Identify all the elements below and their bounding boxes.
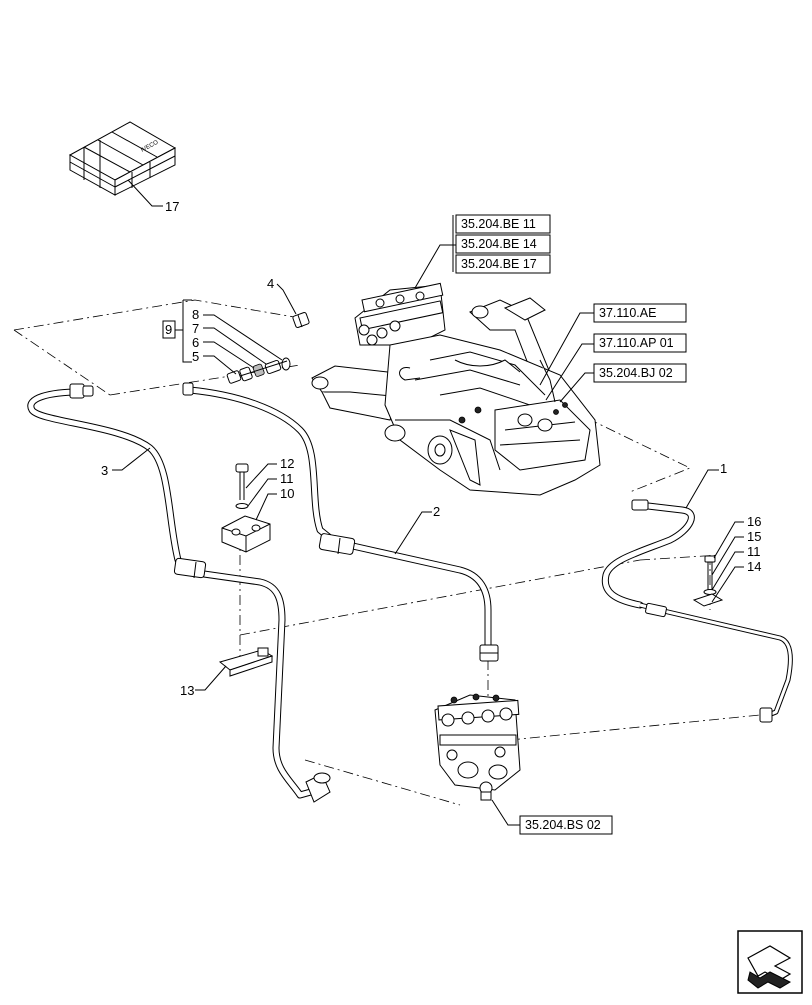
callout-11: 11 <box>280 471 294 486</box>
tractor-hydraulic-assembly <box>311 282 601 496</box>
ref-box <box>455 234 551 254</box>
ref-label: 37.110.AP 01 <box>599 336 674 350</box>
ref-label: 35.204.BJ 02 <box>599 366 673 380</box>
ref-box <box>593 333 687 353</box>
part-callouts: 17 4 9 8 7 6 5 3 12 11 10 13 2 1 16 15 1… <box>101 199 761 698</box>
callout-5: 5 <box>192 349 199 364</box>
callout-7: 7 <box>192 321 199 336</box>
ref-label: 35.204.BE 11 <box>461 217 536 231</box>
callout-2: 2 <box>433 504 440 519</box>
ref-box <box>455 254 551 274</box>
fitting-4 <box>292 312 310 328</box>
ref-box <box>519 815 613 835</box>
callout-8: 8 <box>192 307 199 322</box>
callout-12: 12 <box>280 456 294 471</box>
callout-15: 15 <box>747 529 761 544</box>
callout-6: 6 <box>192 335 199 350</box>
ref-label: 35.204.BE 17 <box>461 257 537 271</box>
ref-label: 37.110.AE <box>599 306 656 320</box>
callout-16: 16 <box>747 514 761 529</box>
reference-group-right: 37.110.AE 37.110.AP 01 35.204.BJ 02 <box>593 303 687 383</box>
callout-9: 9 <box>165 322 172 337</box>
arrow-navigation-icon[interactable] <box>737 930 803 994</box>
ref-box <box>593 303 687 323</box>
callout-3: 3 <box>101 463 108 478</box>
ref-box <box>593 363 687 383</box>
reference-group-bottom: 35.204.BS 02 <box>519 815 613 835</box>
fittings-5-to-8 <box>226 357 291 384</box>
ref-label: 35.204.BE 14 <box>461 237 537 251</box>
callout-1: 1 <box>720 461 727 476</box>
crate-illustration: IVECO <box>68 121 177 196</box>
callout-14: 14 <box>747 559 761 574</box>
callout-10: 10 <box>280 486 294 501</box>
ref-box <box>455 214 551 234</box>
callout-9-box <box>162 320 176 339</box>
leader-lines <box>112 179 744 826</box>
bracket-13 <box>218 647 274 677</box>
ref-label: 35.204.BS 02 <box>525 818 601 832</box>
callout-4: 4 <box>267 276 274 291</box>
reference-group-top: 35.204.BE 11 35.204.BE 14 35.204.BE 17 <box>452 214 551 274</box>
callout-17: 17 <box>165 199 179 214</box>
callout-13: 13 <box>180 683 194 698</box>
clamp-assembly <box>221 463 271 553</box>
callout-11: 11 <box>747 544 761 559</box>
valve-block <box>434 693 521 801</box>
hose-1 <box>601 499 793 723</box>
hose-2 <box>182 382 499 662</box>
hose-3 <box>27 383 331 803</box>
